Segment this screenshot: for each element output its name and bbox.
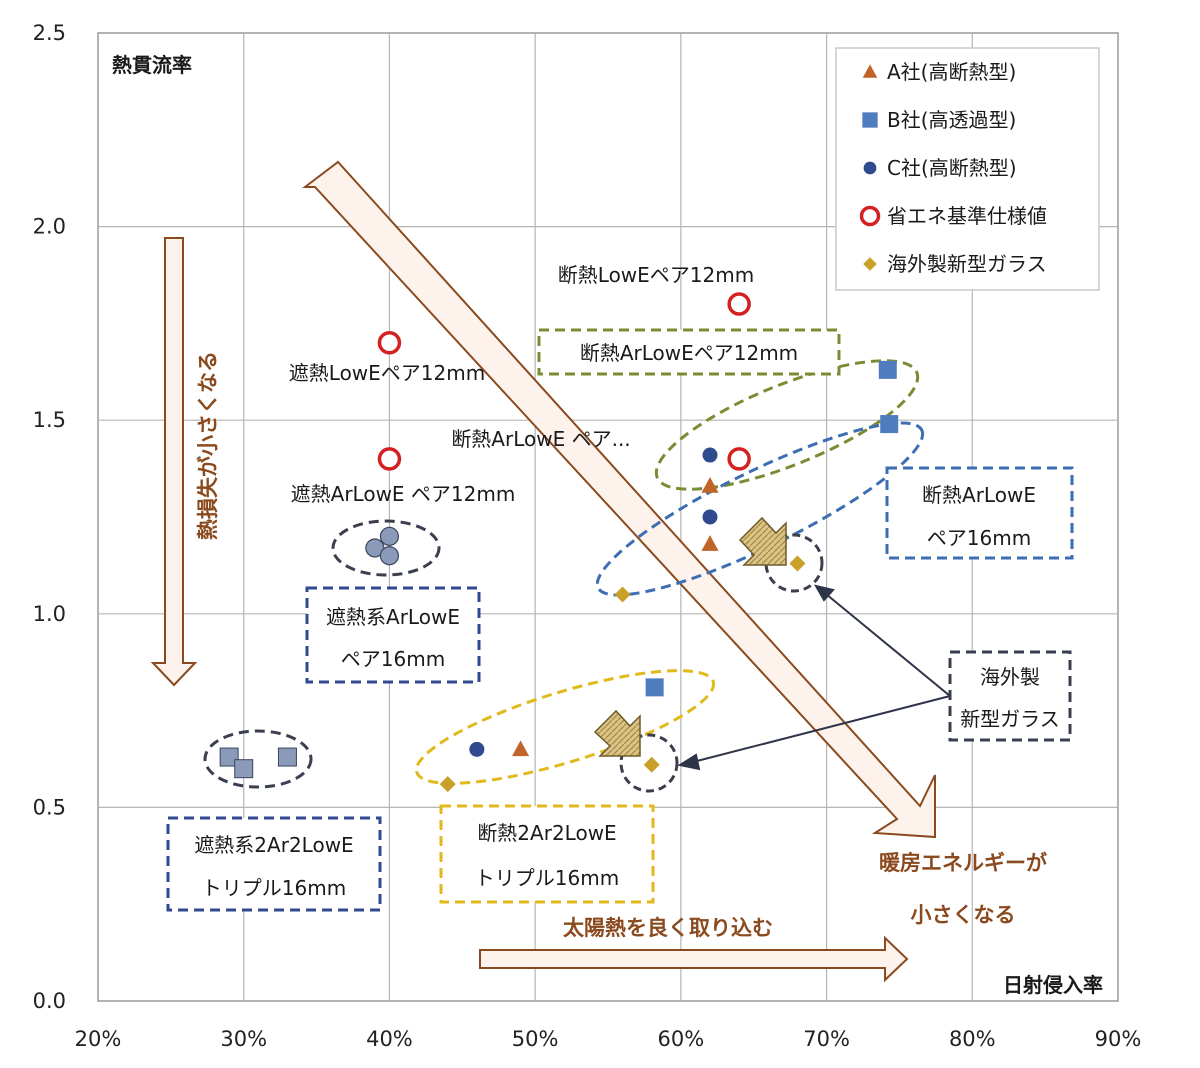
extra-data-point xyxy=(219,747,239,767)
y-tick-label: 2.0 xyxy=(33,215,66,239)
x-tick-label: 20% xyxy=(75,1027,122,1051)
legend-label-4: 省エネ基準仕様値 xyxy=(887,204,1047,228)
ellipse-yellow-triple xyxy=(414,669,716,785)
data-point-series-5 xyxy=(614,586,631,603)
data-point-series-4 xyxy=(727,292,751,316)
box-heat-triple-line2: トリプル16mm xyxy=(475,866,619,890)
data-point-series-3 xyxy=(469,741,485,757)
x-tick-label: 30% xyxy=(220,1027,267,1051)
overseas-connector-arrows xyxy=(677,584,951,771)
legend-marker-5 xyxy=(863,257,877,271)
legend-marker-4 xyxy=(859,205,881,227)
data-point-series-1 xyxy=(701,477,719,493)
box-heat-ar16-line1: 断熱ArLowE xyxy=(922,483,1036,507)
data-point-series-2 xyxy=(878,360,897,379)
hatched-arrow-upper xyxy=(738,516,787,566)
box-shade-ar16-line1: 遮熱系ArLowE xyxy=(326,605,460,629)
box-shade-ar16 xyxy=(305,586,481,684)
ellipse-blue-pair16 xyxy=(595,421,925,597)
box-shade-triple xyxy=(166,816,382,912)
box-shade-ar16-line2: ペア16mm xyxy=(341,647,445,671)
data-point-series-2 xyxy=(645,678,664,697)
box-green-pair12-text: 断熱ArLowEペア12mm xyxy=(580,341,798,365)
circle-overseas-upper xyxy=(764,533,824,593)
extra-data-point xyxy=(379,526,400,546)
ellipse-gray-shade-triple xyxy=(203,729,313,789)
x-tick-label: 40% xyxy=(366,1027,413,1051)
data-point-series-4 xyxy=(727,447,751,471)
box-heat-triple-line1: 断熱2Ar2LowE xyxy=(477,821,616,845)
vertical-arrow xyxy=(150,237,198,687)
extra-data-point xyxy=(277,747,297,767)
data-point-series-3 xyxy=(702,447,718,463)
box-overseas-line1: 海外製 xyxy=(980,665,1040,689)
extra-data-point xyxy=(234,759,254,779)
legend-label-1: A社(高断熱型) xyxy=(887,60,1016,84)
box-heat-ar16 xyxy=(885,466,1074,560)
data-point-series-1 xyxy=(512,740,530,757)
label-heat-lowe-pair12: 断熱LowEペア12mm xyxy=(558,263,754,287)
data-points xyxy=(219,292,899,793)
legend-label-5: 海外製新型ガラス xyxy=(887,252,1047,276)
y-tick-label: 0.5 xyxy=(33,795,66,819)
legend-label-3: C社(高断熱型) xyxy=(887,156,1017,180)
data-point-series-4 xyxy=(377,331,402,355)
y-tick-label: 1.5 xyxy=(33,408,66,432)
box-green-pair12 xyxy=(537,328,841,376)
box-shade-triple-line2: トリプル16mm xyxy=(202,876,346,900)
diagonal-arrow-text-1: 暖房エネルギーが xyxy=(879,851,1047,875)
x-tick-label: 80% xyxy=(949,1027,996,1051)
horizontal-arrow-text: 太陽熱を良く取り込む xyxy=(563,916,773,940)
data-point-series-5 xyxy=(439,776,456,793)
data-point-series-3 xyxy=(702,509,718,525)
data-point-series-2 xyxy=(880,415,899,434)
box-heat-ar16-line2: ペア16mm xyxy=(927,526,1031,550)
vertical-arrow-text: 熱損失が小さくなる xyxy=(196,351,220,540)
y-tick-label: 0.0 xyxy=(33,989,66,1013)
box-overseas-line2: 新型ガラス xyxy=(960,707,1060,731)
legend-marker-3 xyxy=(863,161,877,175)
extra-data-point xyxy=(379,546,400,566)
circle-overseas-lower xyxy=(619,733,679,793)
y-tick-label: 2.5 xyxy=(33,21,66,45)
data-point-series-5 xyxy=(789,555,806,572)
box-overseas xyxy=(948,650,1072,742)
label-shade-ar-pair12: 遮熱ArLowE ペア12mm xyxy=(291,482,516,506)
x-axis-ticks: 20% 30% 40% 50% 60% 70% 80% 90% xyxy=(75,1027,1142,1051)
legend-marker-2 xyxy=(862,112,878,128)
y-axis-title: 熱貫流率 xyxy=(112,53,192,77)
hatched-arrow-lower xyxy=(593,709,641,757)
horizontal-arrow xyxy=(479,935,909,983)
data-point-series-4 xyxy=(377,447,402,471)
legend-marker-1 xyxy=(862,64,878,78)
x-axis-title: 日射侵入率 xyxy=(1003,973,1103,997)
diagonal-arrow-text-2: 小さくなる xyxy=(911,903,1016,927)
ellipse-green-pair12 xyxy=(654,359,920,491)
x-tick-label: 60% xyxy=(658,1027,705,1051)
legend-label-2: B社(高透過型) xyxy=(887,108,1016,132)
box-heat-triple xyxy=(439,804,655,904)
box-shade-triple-line1: 遮熱系2Ar2LowE xyxy=(194,833,353,857)
diagonal-arrow xyxy=(302,160,936,839)
label-shade-lowe-pair12: 遮熱LowEペア12mm xyxy=(289,361,485,385)
ellipse-gray-shade-pair xyxy=(331,519,441,577)
data-point-series-5 xyxy=(643,756,660,773)
data-point-series-1 xyxy=(701,535,719,551)
x-tick-label: 50% xyxy=(512,1027,559,1051)
x-tick-label: 90% xyxy=(1095,1027,1142,1051)
x-tick-label: 70% xyxy=(803,1027,850,1051)
y-tick-label: 1.0 xyxy=(33,602,66,626)
y-axis-ticks: 0.0 0.5 1.0 1.5 2.0 2.5 xyxy=(33,21,66,1013)
legend-box xyxy=(835,47,1100,291)
label-heat-ar-pair-trunc: 断熱ArLowE ペア... xyxy=(451,427,630,451)
